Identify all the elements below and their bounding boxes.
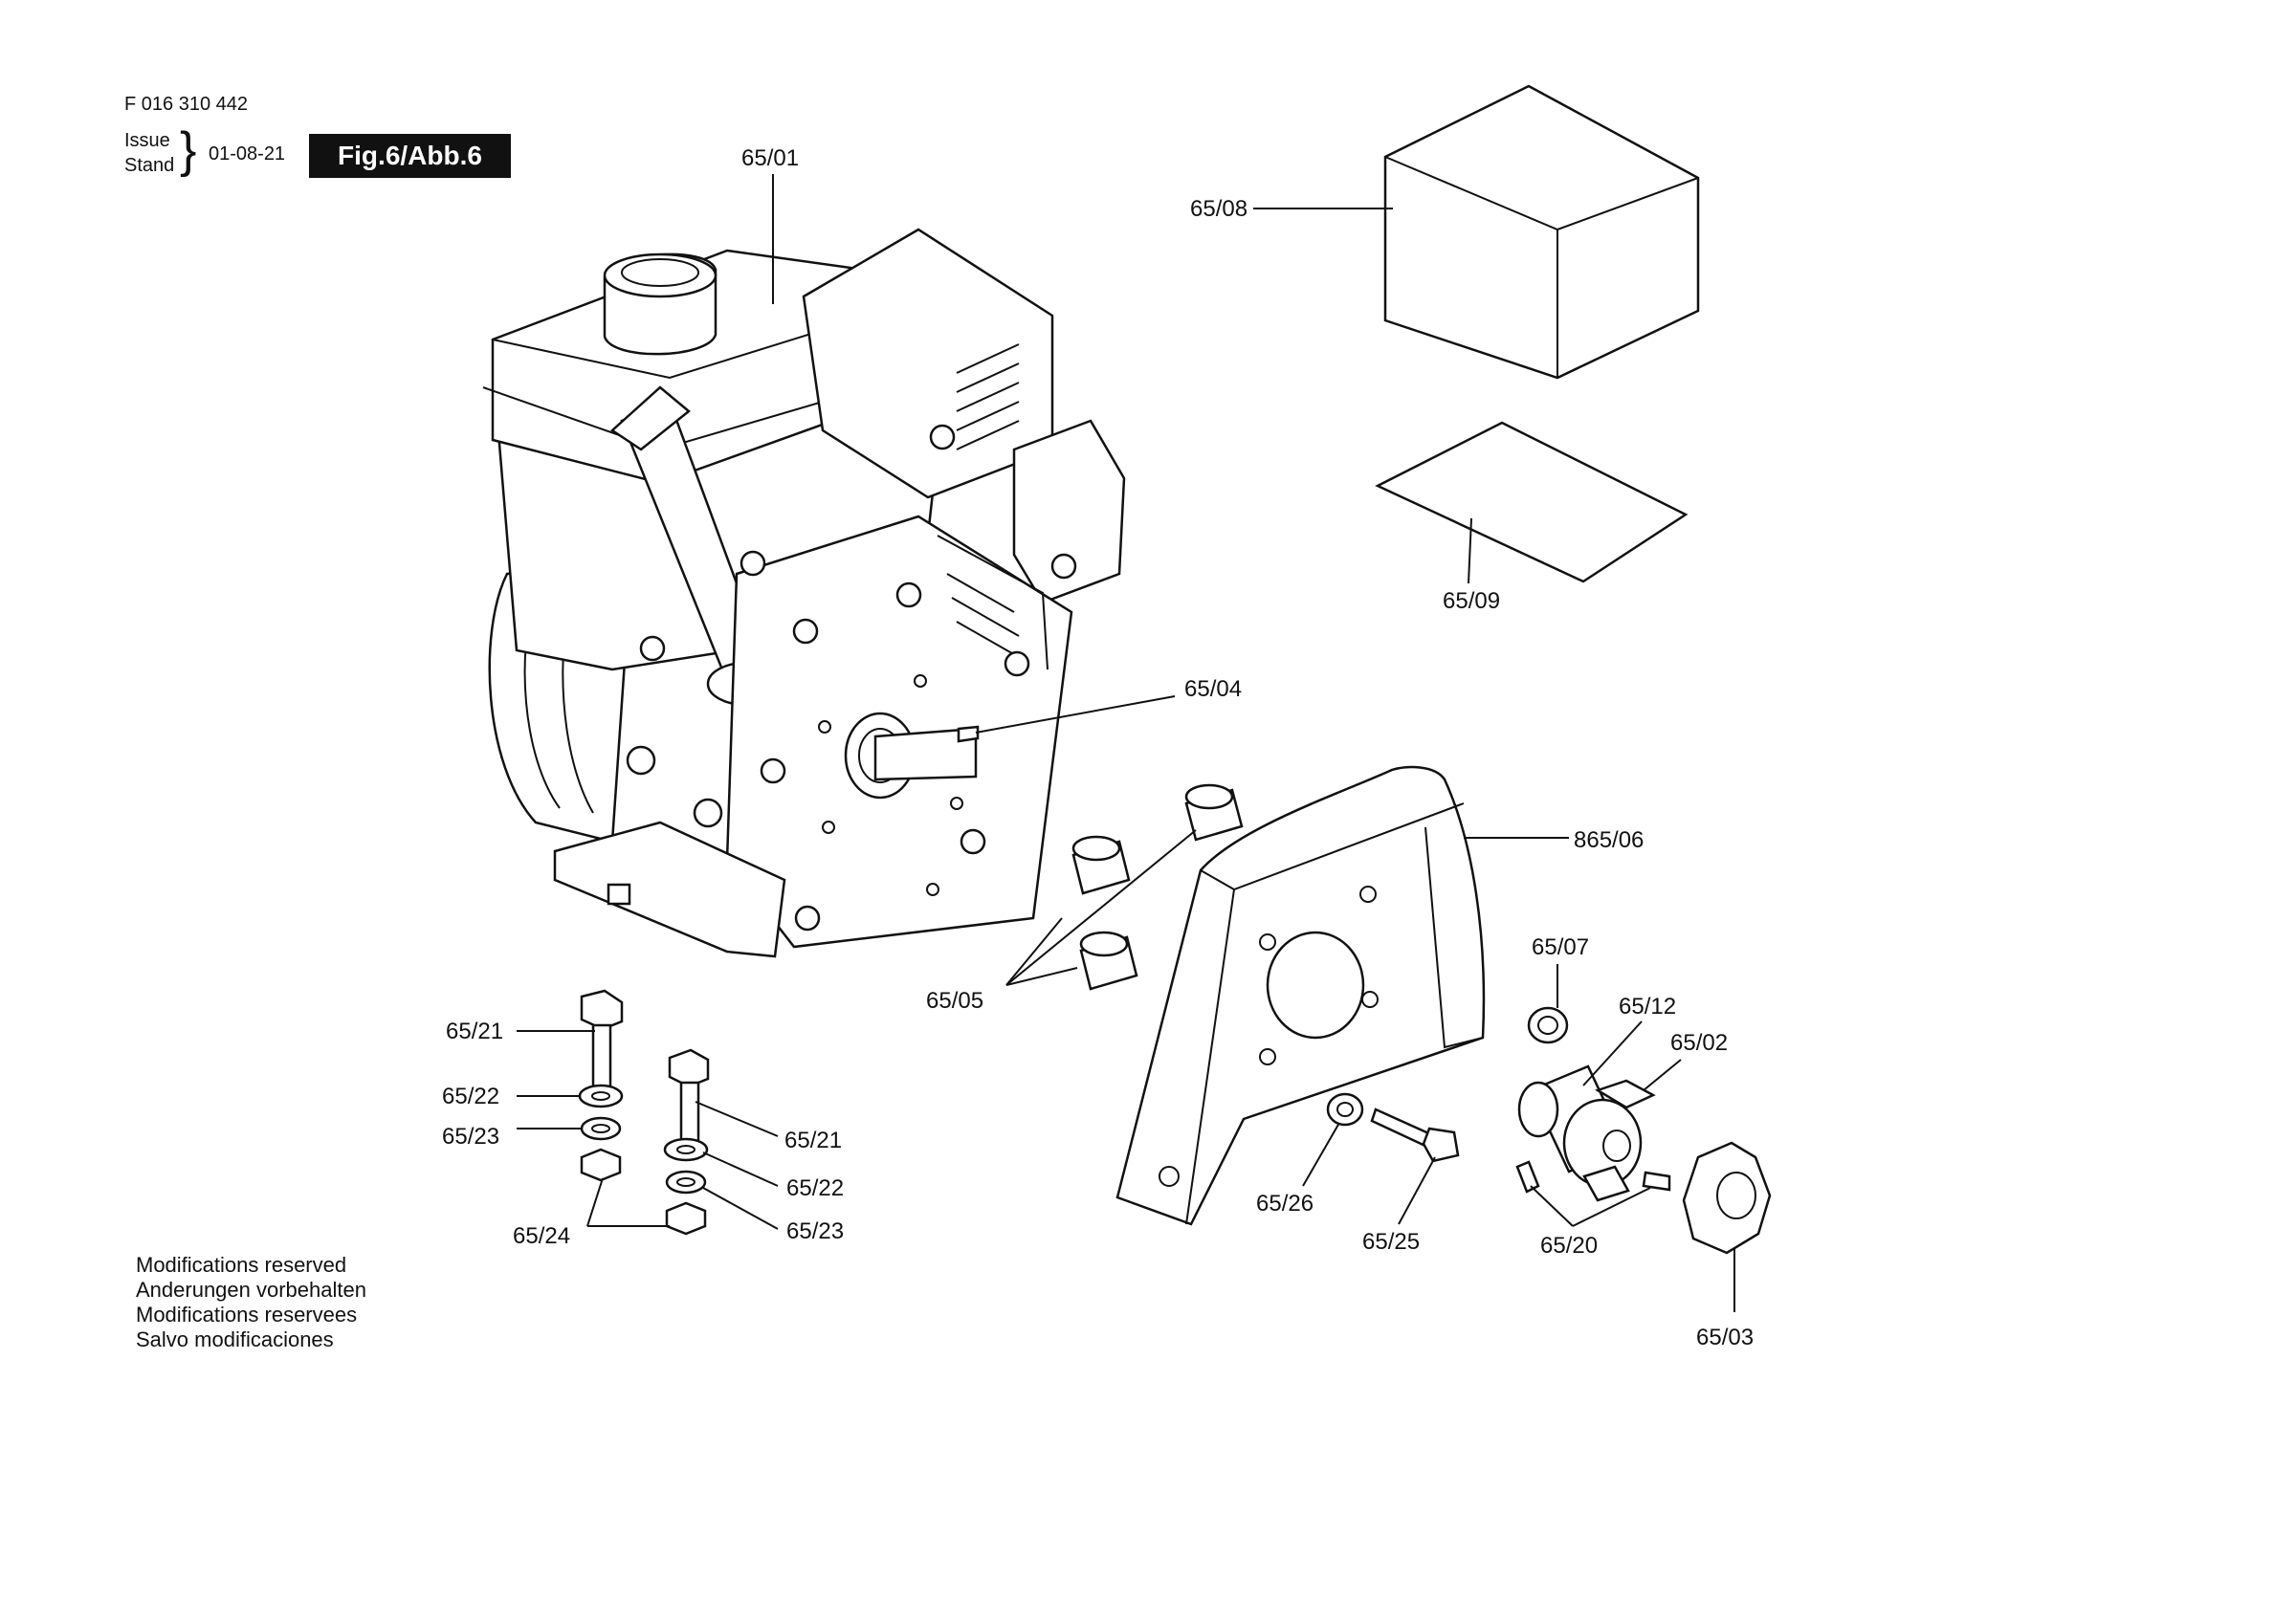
insert-sheet-drawing	[1375, 421, 1689, 583]
callout-65-01: 65/01	[741, 145, 799, 171]
callout-65-23-right: 65/23	[786, 1218, 844, 1244]
issue-label: Issue	[124, 130, 170, 151]
brace-symbol: }	[180, 122, 197, 178]
callout-65-23-left: 65/23	[442, 1124, 499, 1150]
callout-65-26: 65/26	[1256, 1191, 1314, 1217]
document-number: F 016 310 442	[124, 94, 248, 115]
callout-65-20: 65/20	[1540, 1233, 1598, 1259]
modifications-line-en: Modifications reserved	[136, 1253, 347, 1277]
callout-65-05: 65/05	[926, 988, 983, 1014]
callout-65-22-right: 65/22	[786, 1175, 844, 1201]
modifications-line-fr: Modifications reservees	[136, 1303, 358, 1327]
stand-label: Stand	[124, 155, 175, 176]
callout-65-21-right: 65/21	[784, 1128, 842, 1153]
callout-65-08: 65/08	[1190, 196, 1247, 222]
callout-65-09: 65/09	[1443, 588, 1500, 614]
callout-65-03: 65/03	[1696, 1325, 1754, 1350]
callout-865-06: 865/06	[1574, 827, 1644, 853]
modifications-notice: Modifications reserved Anderungen vorbeh…	[136, 1253, 366, 1352]
spacers-drawing	[1071, 783, 1244, 991]
modifications-line-es: Salvo modificaciones	[136, 1327, 334, 1351]
leader-lines	[517, 174, 1735, 1312]
pulley-hardware-drawing	[1326, 1006, 1772, 1255]
mounting-hardware-drawing	[578, 989, 710, 1236]
modifications-line-de: Anderungen vorbehalten	[136, 1278, 366, 1302]
callout-65-25: 65/25	[1362, 1229, 1420, 1255]
figure-badge: Fig.6/Abb.6	[309, 134, 511, 178]
engine-drawing	[482, 228, 1126, 958]
carton-box-drawing	[1383, 84, 1700, 380]
callout-65-12: 65/12	[1619, 994, 1676, 1020]
callout-65-07: 65/07	[1532, 934, 1589, 960]
callout-65-22-left: 65/22	[442, 1084, 499, 1109]
callout-65-21-left: 65/21	[446, 1019, 503, 1044]
callout-65-04: 65/04	[1184, 676, 1242, 702]
issue-date: 01-08-21	[209, 143, 286, 164]
callout-65-24: 65/24	[513, 1223, 570, 1249]
belt-guard-drawing	[1115, 765, 1486, 1226]
callout-65-02: 65/02	[1670, 1030, 1728, 1056]
